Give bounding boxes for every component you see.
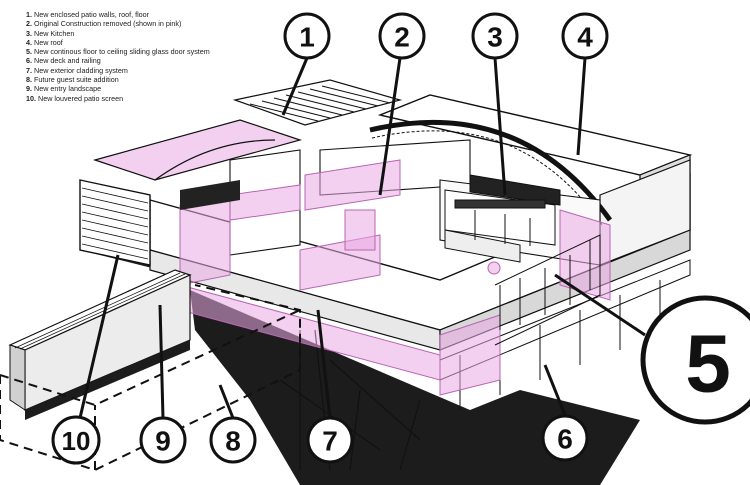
legend-item: 5. New continous floor to ceiling slidin… [26, 47, 210, 57]
callout-7: 7 [306, 416, 354, 464]
callout-leaders [78, 57, 646, 419]
callout-2: 2 [378, 12, 426, 60]
entry-landscape [8, 269, 192, 420]
legend-item: 8. Future guest suite addition [26, 75, 119, 85]
callout-4: 4 [561, 12, 609, 60]
legend-item: 7. New exterior cladding system [26, 65, 128, 75]
legend-item: 9. New entry landscape [26, 84, 102, 94]
louvered-patio-screen [79, 179, 151, 266]
callout-markers: 1 2 3 4 5 6 7 [51, 12, 750, 465]
callout-6: 6 [541, 414, 589, 462]
svg-text:5: 5 [685, 319, 731, 410]
callout-1: 1 [283, 12, 331, 60]
support-columns [279, 329, 421, 471]
callout-5: 5 [640, 295, 750, 425]
legend-item: 4. New roof [26, 37, 63, 47]
legend-item: 10. New louvered patio screen [26, 93, 124, 103]
svg-text:4: 4 [577, 22, 593, 53]
enclosed-patio [92, 79, 403, 210]
callout-9: 9 [139, 416, 187, 464]
legend-item: 3. New Kitchen [26, 28, 75, 38]
callout-10: 10 [51, 415, 101, 465]
legend-item: 2. Original Construction removed (shown … [26, 19, 182, 29]
legend-item: 1. New enclosed patio walls, roof, floor [26, 10, 150, 19]
svg-text:8: 8 [225, 426, 241, 457]
sliding-glass-doors [494, 234, 601, 346]
svg-text:9: 9 [155, 426, 171, 457]
kitchen [444, 174, 561, 263]
callout-3: 3 [471, 12, 519, 60]
svg-text:1: 1 [299, 22, 315, 53]
new-roof [369, 94, 693, 266]
legend-list: 1. New enclosed patio walls, roof, floor… [26, 10, 210, 103]
svg-text:6: 6 [557, 424, 573, 455]
removed-original-construction [179, 159, 611, 396]
svg-text:7: 7 [322, 426, 338, 457]
svg-text:2: 2 [394, 22, 410, 53]
legend-item: 6. New deck and railing [26, 56, 101, 66]
svg-text:10: 10 [62, 426, 91, 456]
svg-text:3: 3 [487, 22, 503, 53]
callout-8: 8 [209, 416, 257, 464]
